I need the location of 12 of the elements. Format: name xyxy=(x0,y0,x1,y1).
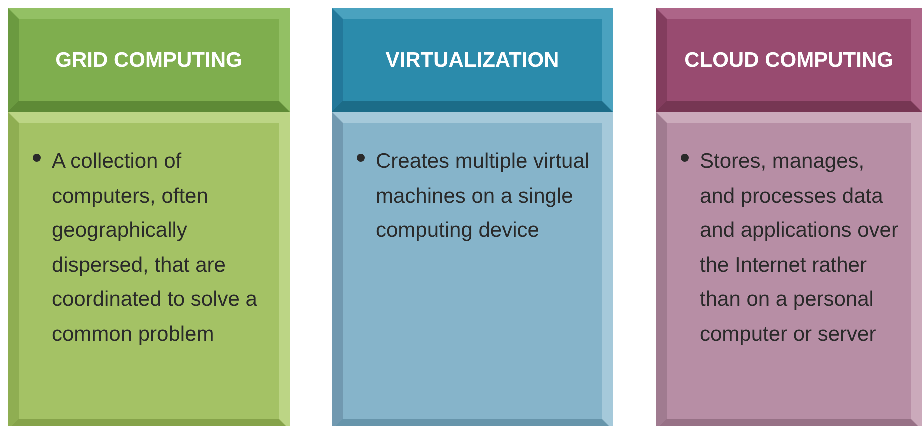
column-title: CLOUD COMPUTING xyxy=(684,48,894,74)
description-text: Creates multiple virtual machines on a single computing device xyxy=(376,149,591,244)
description-text: Stores, manages, and processes data and applications over the Internet rather than on a personal computer or server xyxy=(700,149,900,348)
column-title: GRID COMPUTING xyxy=(56,48,242,74)
header-box xyxy=(8,8,290,112)
header-box xyxy=(332,8,613,112)
description-box xyxy=(332,112,613,426)
description-box xyxy=(656,112,922,426)
description-text: A collection of computers, often geographically dispersed, that are coordinated to solve a common problem xyxy=(52,149,258,348)
description-box xyxy=(8,112,290,426)
column-title: VIRTUALIZATION xyxy=(386,48,560,74)
header-box xyxy=(656,8,922,112)
